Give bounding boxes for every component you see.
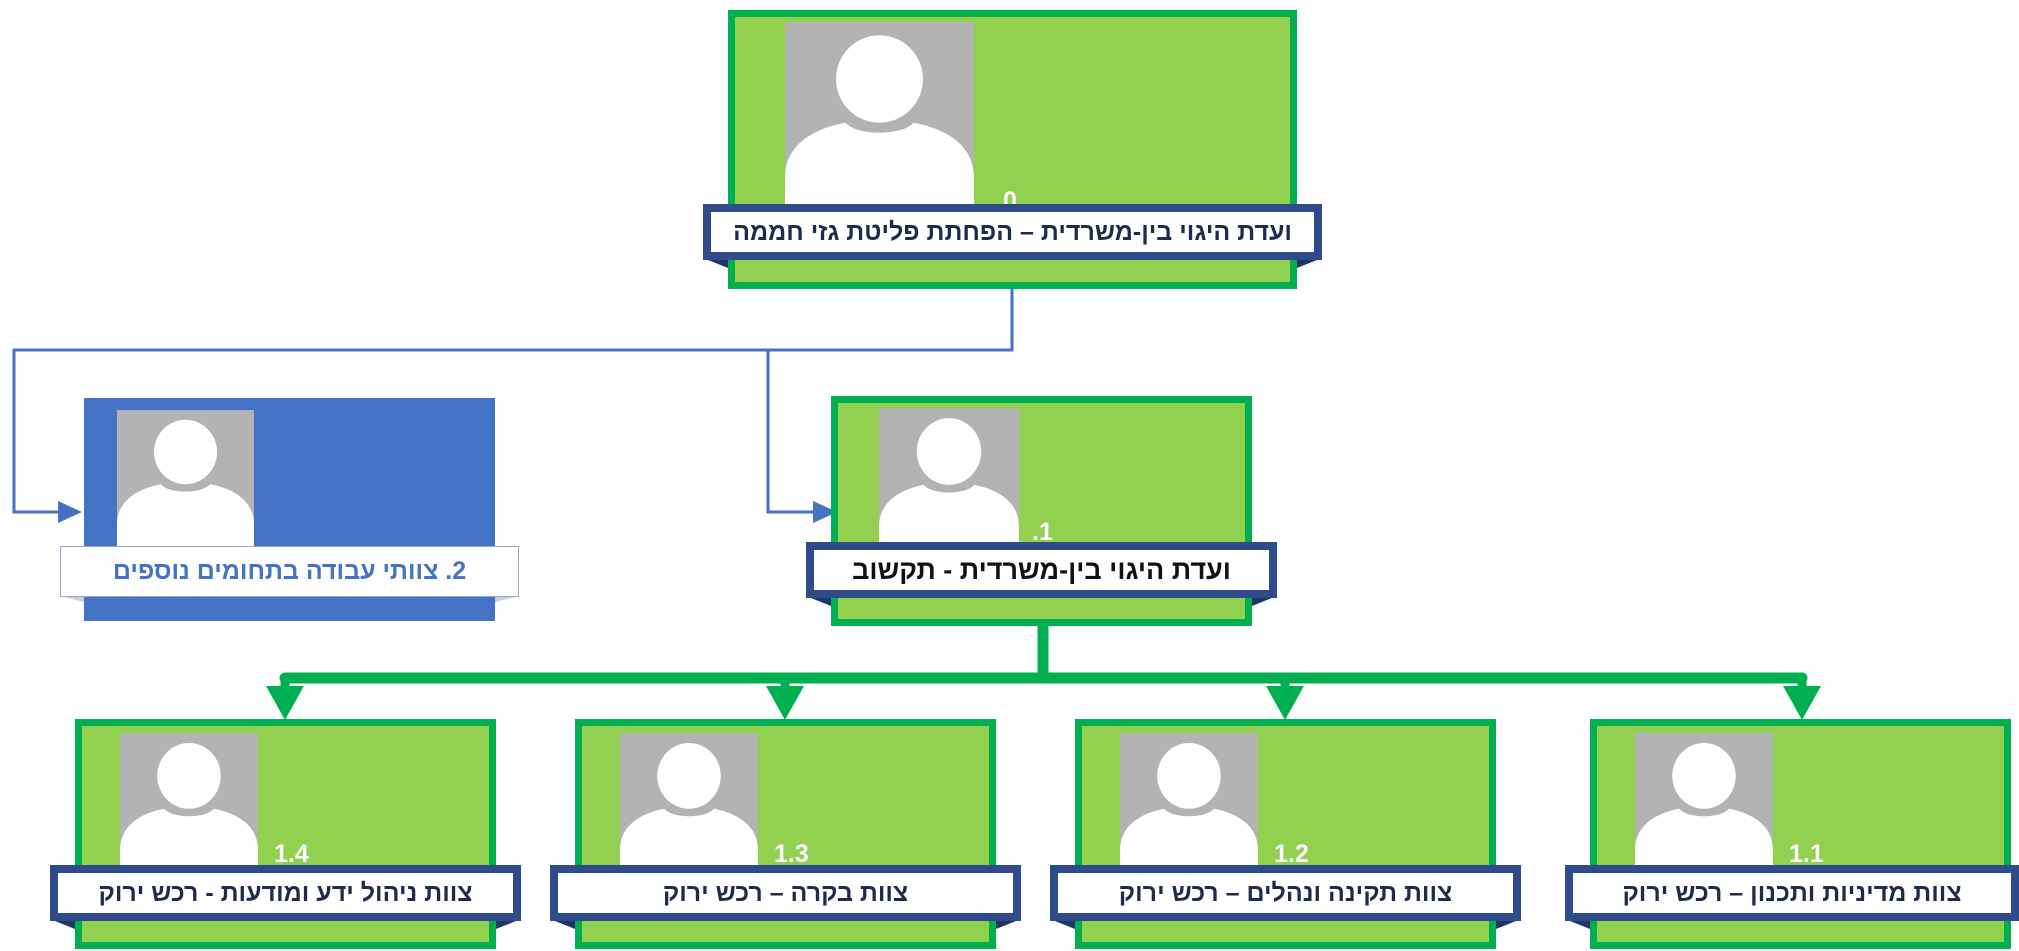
node-number: .1 [1032, 518, 1053, 546]
label-fold-right [496, 919, 521, 929]
label-fold-right [996, 919, 1021, 929]
label-fold-right [495, 596, 519, 602]
label-fold-right [1496, 919, 1521, 929]
label-fold-left [806, 596, 831, 606]
label-fold-left [1565, 919, 1590, 929]
node-number: 1.2 [1274, 840, 1309, 868]
label-fold-left [703, 258, 728, 268]
node-label: 2. צוותי עבודה בתחומים נוספים [60, 546, 519, 597]
node-label: צוות תקינה ונהלים – רכש ירוק [1050, 865, 1521, 921]
label-fold-left [550, 919, 575, 929]
arrow-team-1-1 [1783, 686, 1821, 720]
connector-root-to-committee [766, 350, 815, 514]
label-fold-left [60, 596, 84, 602]
connector-root-drop [12, 288, 1014, 514]
label-fold-left [50, 919, 75, 929]
avatar-placeholder [879, 408, 1019, 553]
avatar-placeholder [117, 410, 254, 550]
arrow-team-1-4 [266, 686, 304, 720]
node-label: ועדת היגוי בין-משרדית – הפחתת פליטת גזי … [703, 204, 1322, 260]
avatar-placeholder [1120, 733, 1258, 876]
avatar-placeholder [1635, 733, 1773, 876]
avatar-placeholder [785, 22, 974, 212]
node-label: ועדת היגוי בין-משרדית - תקשוב [806, 542, 1277, 598]
node-label: צוות ניהול ידע ומודעות - רכש ירוק [50, 865, 521, 921]
label-fold-right [1252, 596, 1277, 606]
arrow-team-1-2 [1266, 686, 1304, 720]
avatar-placeholder [620, 733, 758, 876]
label-fold-right [1297, 258, 1322, 268]
arrow-to-committee [813, 501, 837, 523]
node-label: צוות בקרה – רכש ירוק [550, 865, 1021, 921]
arrow-team-1-3 [766, 686, 804, 720]
node-number: 1.3 [774, 840, 809, 868]
node-number: 1.1 [1789, 840, 1824, 868]
node-label: צוות מדיניות ותכנון – רכש ירוק [1565, 865, 2019, 921]
avatar-placeholder [120, 733, 258, 876]
label-fold-left [1050, 919, 1075, 929]
node-number: 1.4 [274, 840, 309, 868]
arrow-to-other-teams [58, 501, 82, 523]
